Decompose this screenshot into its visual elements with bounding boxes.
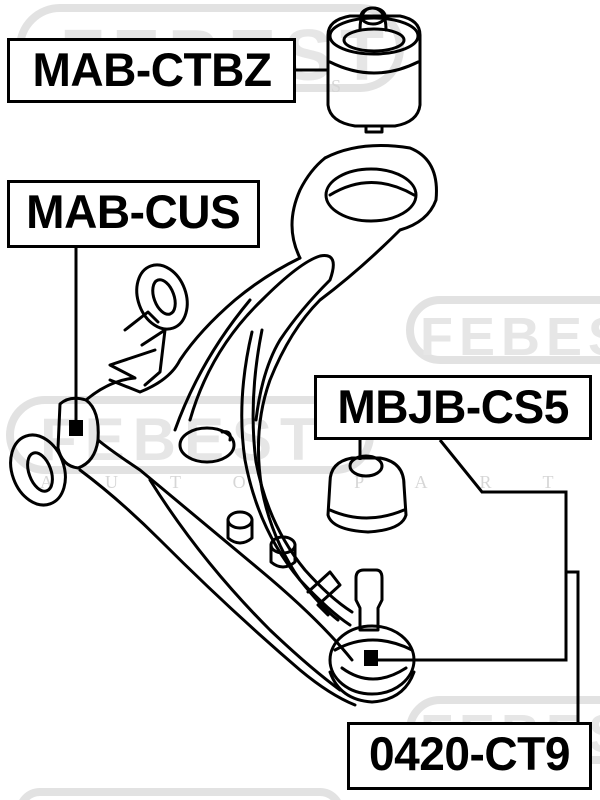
leader-markers <box>69 420 378 666</box>
leader-lines <box>74 68 580 722</box>
part-label-mbjb-cs5[interactable]: MBJB-CS5 <box>314 375 592 440</box>
ball-joint-boot-illustration <box>326 454 408 534</box>
part-number-text: MBJB-CS5 <box>337 380 569 433</box>
part-number-text: MAB-CUS <box>26 185 241 238</box>
ball-joint-illustration <box>328 568 416 704</box>
part-label-mab-ctbz[interactable]: MAB-CTBZ <box>7 38 296 103</box>
part-label-mab-cus[interactable]: MAB-CUS <box>7 180 260 248</box>
part-label-0420-ct9[interactable]: 0420-CT9 <box>347 722 592 790</box>
part-number-text: MAB-CTBZ <box>31 43 272 96</box>
svg-text:FEBEST: FEBEST <box>420 307 600 367</box>
svg-text:AUTO PARTS: AUTO PARTS <box>40 472 600 492</box>
part-number-text: 0420-CT9 <box>369 727 570 780</box>
rear-bushing-illustration <box>326 6 422 134</box>
